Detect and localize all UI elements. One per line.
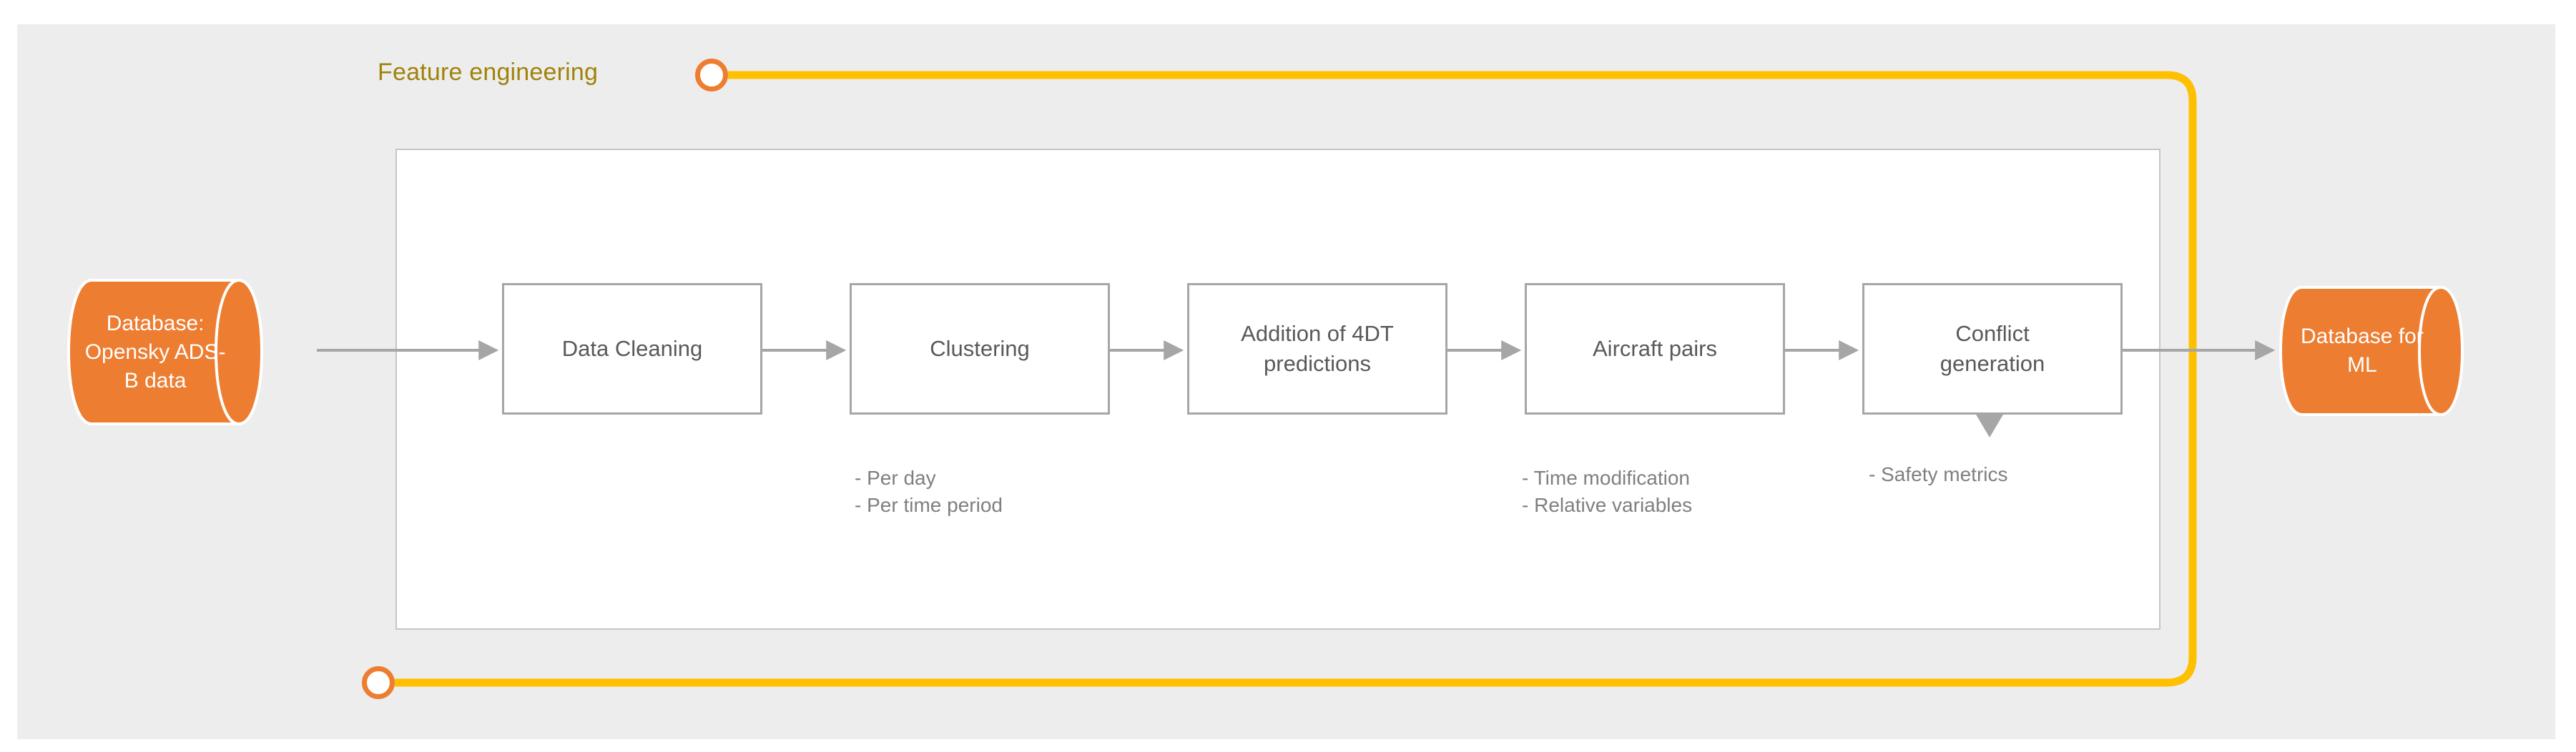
process-box-data-cleaning: Data Cleaning xyxy=(502,283,762,415)
process-box-aircraft-pairs: Aircraft pairs xyxy=(1525,283,1785,415)
bracket-node-circle-top xyxy=(695,59,728,91)
note-clustering: - Per day - Per time period xyxy=(855,467,1003,516)
cylinder-shape xyxy=(2278,286,2464,416)
output-database-label: Database for ML xyxy=(2301,325,2424,377)
process-box-label: Data Cleaning xyxy=(561,336,703,361)
process-box-label: Clustering xyxy=(930,336,1030,361)
process-box-label: Conflict generation xyxy=(1940,321,2045,376)
bracket-node-circle-bottom xyxy=(362,666,395,699)
note-conflict-generation: - Safety metrics xyxy=(1869,463,2008,485)
process-box-conflict-generation: Conflict generation xyxy=(1862,283,2123,415)
process-box-addition-of-4dt-predictions: Addition of 4DT predictions xyxy=(1187,283,1447,415)
output-database-cylinder: Database for ML xyxy=(2278,286,2465,416)
input-database-label: Database: Opensky ADS- B data xyxy=(84,311,226,392)
process-box-label: Addition of 4DT predictions xyxy=(1241,321,1394,376)
note-aircraft-pairs: - Time modification - Relative variables xyxy=(1522,467,1693,516)
process-box-clustering: Clustering xyxy=(850,283,1110,415)
input-database-cylinder: Database: Opensky ADS- B data xyxy=(66,279,265,425)
process-box-label: Aircraft pairs xyxy=(1593,336,1717,361)
cylinder-shape xyxy=(67,279,264,425)
feature-engineering-label: Feature engineering xyxy=(378,59,599,86)
